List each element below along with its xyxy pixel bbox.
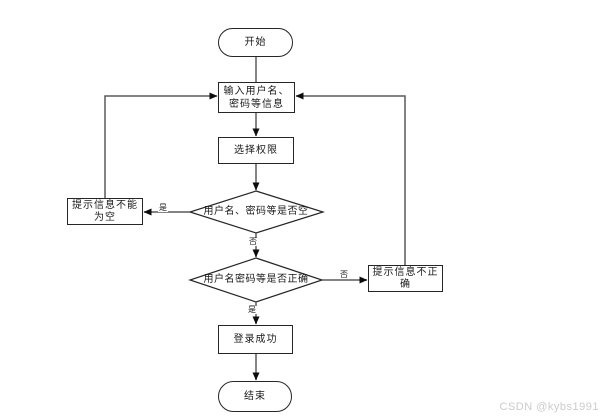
edge-label-empty-yes: 是 <box>158 203 168 212</box>
node-empty-warning-label: 提示信息不能 为空 <box>72 200 138 223</box>
edge-incorrectwarning-loop-to-input <box>295 92 406 265</box>
node-input-info-label: 输入用户名、 密码等信息 <box>223 85 290 110</box>
node-login-success: 登录成功 <box>218 325 293 354</box>
node-input-info: 输入用户名、 密码等信息 <box>218 82 295 113</box>
edge-label-correct-no: 否 <box>339 270 349 279</box>
node-incorrect-warning: 提示信息不正 确 <box>368 265 443 292</box>
node-login-success-label: 登录成功 <box>233 334 278 345</box>
node-check-correct-label: 用户名密码等是否正确 <box>203 274 309 285</box>
node-select-permission-label: 选择权限 <box>234 145 278 156</box>
node-select-permission: 选择权限 <box>218 137 294 164</box>
node-empty-warning: 提示信息不能 为空 <box>67 198 143 225</box>
edge-label-correct-yes: 是 <box>247 305 257 314</box>
node-incorrect-warning-label: 提示信息不正 确 <box>372 267 439 290</box>
node-start: 开始 <box>218 28 293 57</box>
watermark: CSDN @kybs1991 <box>499 401 599 413</box>
node-end-label: 结束 <box>244 391 266 402</box>
node-end: 结束 <box>218 381 292 412</box>
node-check-empty-label: 用户名、密码等是否空 <box>203 206 309 217</box>
edge-label-empty-no: 否 <box>248 237 258 246</box>
node-start-label: 开始 <box>244 37 267 48</box>
edge-emptywarning-loop-to-input <box>104 92 218 198</box>
